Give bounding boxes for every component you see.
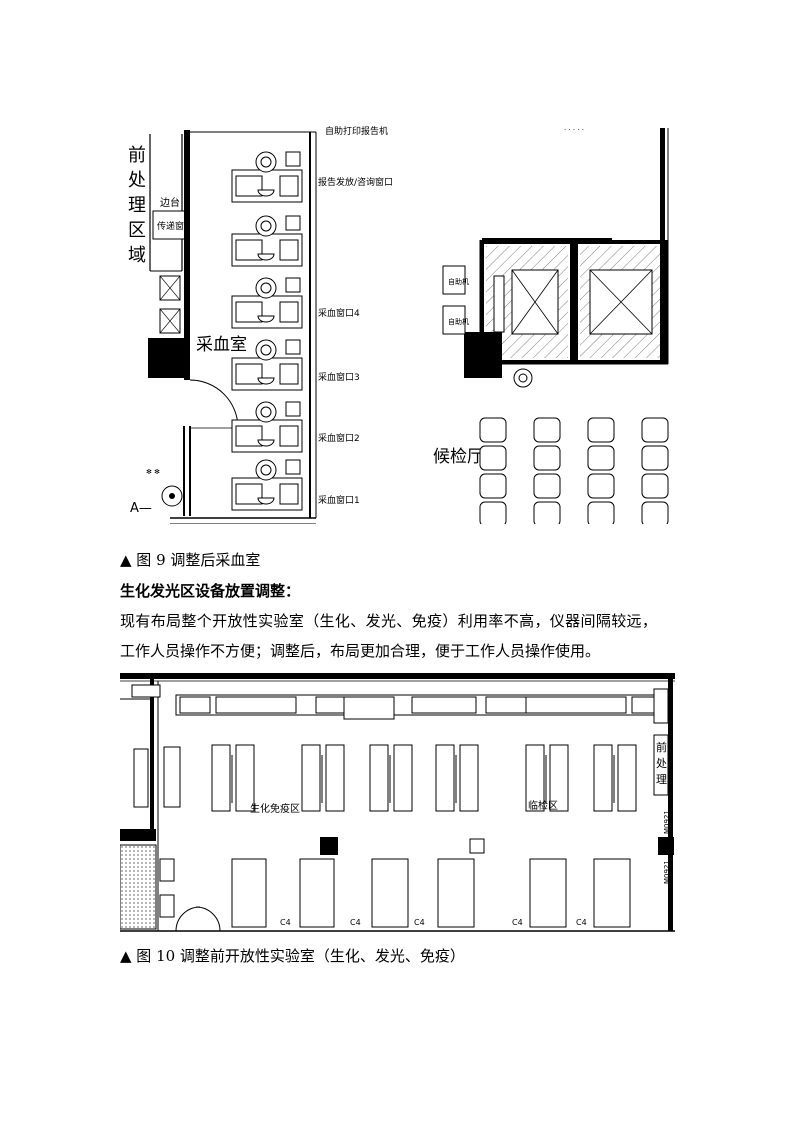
self-service-label: 自助机 — [448, 277, 469, 286]
svg-text:. . . . .: . . . . . — [564, 126, 584, 132]
waiting-chair — [641, 501, 669, 524]
figure-9-floorplan: 前 处 理 区 域 自助打印报告机 边台 传递窗 采血室 报告发放/咨询窗口 采… — [120, 126, 675, 524]
paragraph-line-2: 工作人员操作不方便；调整后，布局更加合理，便于工作人员操作使用。 — [120, 642, 601, 660]
svg-text:C3: C3 — [208, 672, 219, 681]
self-service-label: 自助机 — [448, 317, 469, 326]
svg-text:C3: C3 — [434, 672, 445, 681]
lab-bench — [529, 858, 567, 928]
waiting-chair — [533, 417, 561, 443]
waiting-chair — [479, 445, 507, 471]
waiting-chair — [479, 417, 507, 443]
lab-bench — [593, 858, 631, 928]
svg-text:C3: C3 — [540, 672, 551, 681]
instrument-bench — [301, 744, 345, 812]
blood-draw-station — [231, 459, 303, 511]
side-label-char: 处 — [656, 757, 667, 770]
figure-10-floorplan: C3 C3 C3 C3 C3 C3 生化免疫区 临检区 前 处 理 M0921 M0921… — [120, 669, 675, 933]
side-label-char: 前 — [656, 740, 667, 754]
waiting-chair — [587, 501, 615, 524]
svg-text:C3: C3 — [310, 672, 321, 681]
lab-bench — [299, 858, 335, 928]
lab-bench — [371, 858, 409, 928]
report-window-label: 报告发放/咨询窗口 — [318, 176, 393, 188]
waiting-chair — [587, 417, 615, 443]
bench-code: C4 — [414, 918, 425, 927]
bench-code: C4 — [512, 918, 523, 927]
blood-room-label: 采血室 — [196, 335, 247, 355]
side-counter-label: 边台 — [160, 196, 180, 209]
waiting-chair — [587, 445, 615, 471]
svg-text:C3: C3 — [616, 672, 627, 681]
figure-9-caption: ▲ 图 9 调整后采血室 — [120, 551, 261, 569]
waiting-chair — [641, 445, 669, 471]
pre-area-char: 处 — [128, 170, 146, 191]
waiting-chair — [641, 473, 669, 499]
corner-label: A— — [130, 501, 152, 516]
zone-label: 生化免疫区 — [250, 802, 300, 815]
pre-area-char: 区 — [128, 220, 146, 241]
blood-draw-station — [231, 215, 303, 267]
instrument-bench — [211, 744, 255, 812]
door-code: M0921 — [663, 810, 671, 834]
bench-code: C4 — [576, 918, 587, 927]
window3-label: 采血窗口3 — [318, 371, 360, 383]
pass-window-label: 传递窗 — [157, 220, 184, 232]
lab-bench — [231, 858, 267, 928]
waiting-hall-label: 候检厅 — [433, 447, 484, 467]
blood-draw-station — [231, 151, 303, 203]
waiting-chair — [587, 473, 615, 499]
top-label: 自助打印报告机 — [325, 126, 388, 137]
instrument-bench — [593, 744, 637, 812]
pre-area-char: 理 — [128, 195, 146, 216]
waiting-chair — [533, 445, 561, 471]
pre-area-char: 域 — [128, 245, 146, 266]
pre-area-char: 前 — [128, 145, 146, 166]
zone-label: 临检区 — [528, 799, 558, 812]
window1-label: 采血窗口1 — [318, 494, 360, 506]
svg-text:C3: C3 — [370, 672, 381, 681]
bench-code: C4 — [350, 918, 361, 927]
blood-draw-station — [231, 339, 303, 391]
instrument-bench — [435, 744, 479, 812]
door-code: M0921 — [663, 860, 671, 884]
side-label-char: 理 — [656, 773, 667, 786]
figure-10-caption: ▲ 图 10 调整前开放性实验室（生化、发光、免疫） — [120, 947, 465, 965]
waiting-chair — [533, 473, 561, 499]
section-heading: 生化发光区设备放置调整： — [120, 582, 301, 600]
svg-text:✻ ✻: ✻ ✻ — [146, 468, 160, 476]
window2-label: 采血窗口2 — [318, 432, 360, 444]
waiting-chair — [479, 501, 507, 524]
window4-label: 采血窗口4 — [318, 307, 360, 319]
blood-draw-station — [231, 401, 303, 453]
instrument-bench — [369, 744, 413, 812]
instrument-bench — [525, 744, 569, 812]
paragraph-line-1: 现有布局整个开放性实验室（生化、发光、免疫）利用率不高，仪器间隔较远， — [120, 612, 658, 630]
bench-code: C4 — [280, 918, 291, 927]
blood-draw-station — [231, 277, 303, 329]
waiting-chair — [533, 501, 561, 524]
lab-bench — [437, 858, 475, 928]
waiting-chair — [479, 473, 507, 499]
waiting-chair — [641, 417, 669, 443]
